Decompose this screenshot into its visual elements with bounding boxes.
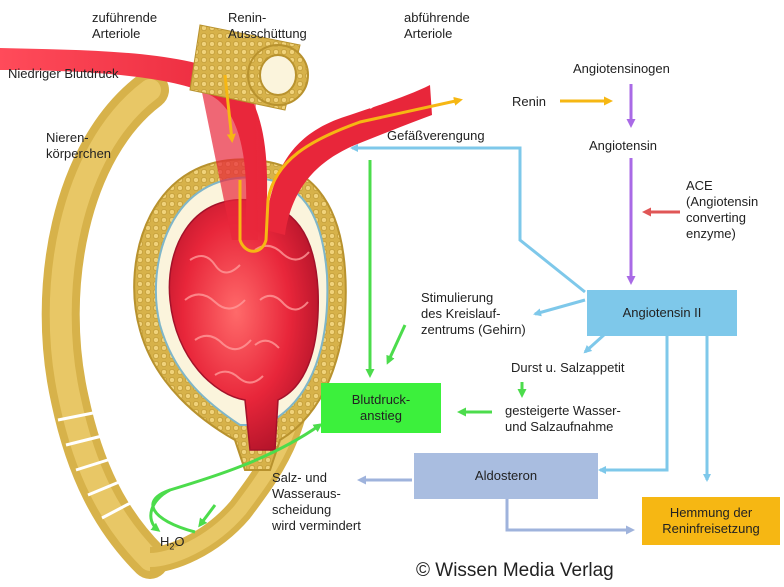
- arrow-aldosteron-hemmung: [507, 498, 632, 530]
- box-blutdruckanstieg: Blutdruck- anstieg: [321, 383, 441, 433]
- label-niedriger-blutdruck: Niedriger Blutdruck: [8, 66, 119, 82]
- label-renin: Renin: [512, 94, 546, 110]
- label-gefaessverengung: Gefäßverengung: [387, 128, 485, 144]
- arrow-durst: [585, 334, 605, 352]
- label-stimulierung: Stimulierung des Kreislauf- zentrums (Ge…: [421, 290, 526, 338]
- label-gesteigerte: gesteigerte Wasser- und Salzaufnahme: [505, 403, 621, 435]
- copyright-text: © Wissen Media Verlag: [416, 560, 614, 582]
- label-durst: Durst u. Salzappetit: [511, 360, 624, 376]
- label-abfuehrende-arteriole: abführende Arteriole: [404, 10, 470, 42]
- label-ace: ACE (Angiotensin converting enzyme): [686, 178, 758, 242]
- arrow-green-stim: [388, 325, 405, 362]
- box-hemmung: Hemmung der Reninfreisetzung: [642, 497, 780, 545]
- arrow-stimulierung: [535, 300, 585, 314]
- label-h2o: H2O: [160, 534, 185, 552]
- box-angiotensin-ii: Angiotensin II: [587, 290, 737, 336]
- arrow-gefaessverengung: [352, 148, 585, 292]
- label-nierenkoerperchen: Nieren- körperchen: [46, 130, 111, 162]
- label-zufuehrende-arteriole: zuführende Arteriole: [92, 10, 157, 42]
- label-angiotensinogen: Angiotensinogen: [573, 61, 670, 77]
- label-angiotensin: Angiotensin: [589, 138, 657, 154]
- box-aldosteron: Aldosteron: [414, 453, 598, 499]
- label-renin-ausschuettung: Renin- Ausschüttung: [228, 10, 307, 42]
- label-salz-wasser: Salz- und Wasseraus- scheidung wird verm…: [272, 470, 361, 534]
